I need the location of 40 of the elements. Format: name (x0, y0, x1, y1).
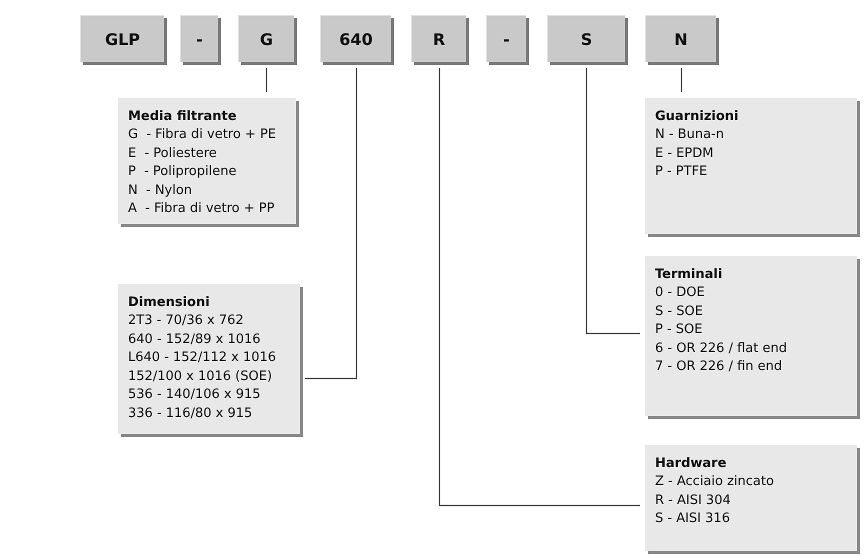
option-panel (645, 445, 857, 551)
option-text: L640 - 152/112 x 1016 (128, 349, 278, 367)
option-panel (645, 256, 857, 416)
option-text: R - AISI 304 (655, 492, 732, 510)
option-text: P - Polipropilene (128, 163, 238, 181)
code-segment: N (645, 15, 716, 62)
panel-heading: Guarnizioni (655, 108, 740, 126)
option-panel (118, 98, 296, 224)
code-segment: GLP (80, 15, 164, 62)
option-text: 2T3 - 70/36 x 762 (128, 312, 245, 330)
option-text: P - SOE (655, 321, 704, 339)
panel-heading: Terminali (655, 266, 724, 284)
option-panel (118, 284, 300, 434)
option-text: S - SOE (655, 302, 704, 320)
option-text: 536 - 140/106 x 915 (128, 386, 262, 404)
code-segment: S (547, 15, 625, 62)
option-text: N - Buna-n (655, 126, 725, 144)
option-text: E - EPDM (655, 144, 714, 162)
option-text: 640 - 152/89 x 1016 (128, 330, 262, 348)
option-text: 152/100 x 1016 (SOE) (128, 368, 274, 386)
option-text: S - AISI 316 (655, 510, 731, 528)
code-segment: 640 (320, 15, 391, 62)
option-text: P - PTFE (655, 163, 708, 181)
panel-heading: Media filtrante (128, 108, 238, 126)
code-segment: - (486, 15, 526, 62)
option-text: Z - Acciaio zincato (655, 473, 775, 491)
option-text: 7 - OR 226 / fin end (655, 358, 784, 376)
code-segment: R (411, 15, 466, 62)
option-text: 336 - 116/80 x 915 (128, 404, 254, 422)
option-text: 0 - DOE (655, 284, 706, 302)
option-text: 6 - OR 226 / flat end (655, 340, 788, 358)
code-segment: - (180, 15, 218, 62)
option-panel (645, 98, 857, 234)
option-text: G - Fibra di vetro + PE (128, 126, 278, 144)
option-text: N - Nylon (128, 182, 194, 200)
panel-heading: Dimensioni (128, 294, 211, 312)
option-text: E - Poliestere (128, 144, 218, 162)
option-text: A - Fibra di vetro + PP (128, 200, 276, 218)
code-segment: G (238, 15, 294, 62)
panel-heading: Hardware (655, 455, 728, 473)
